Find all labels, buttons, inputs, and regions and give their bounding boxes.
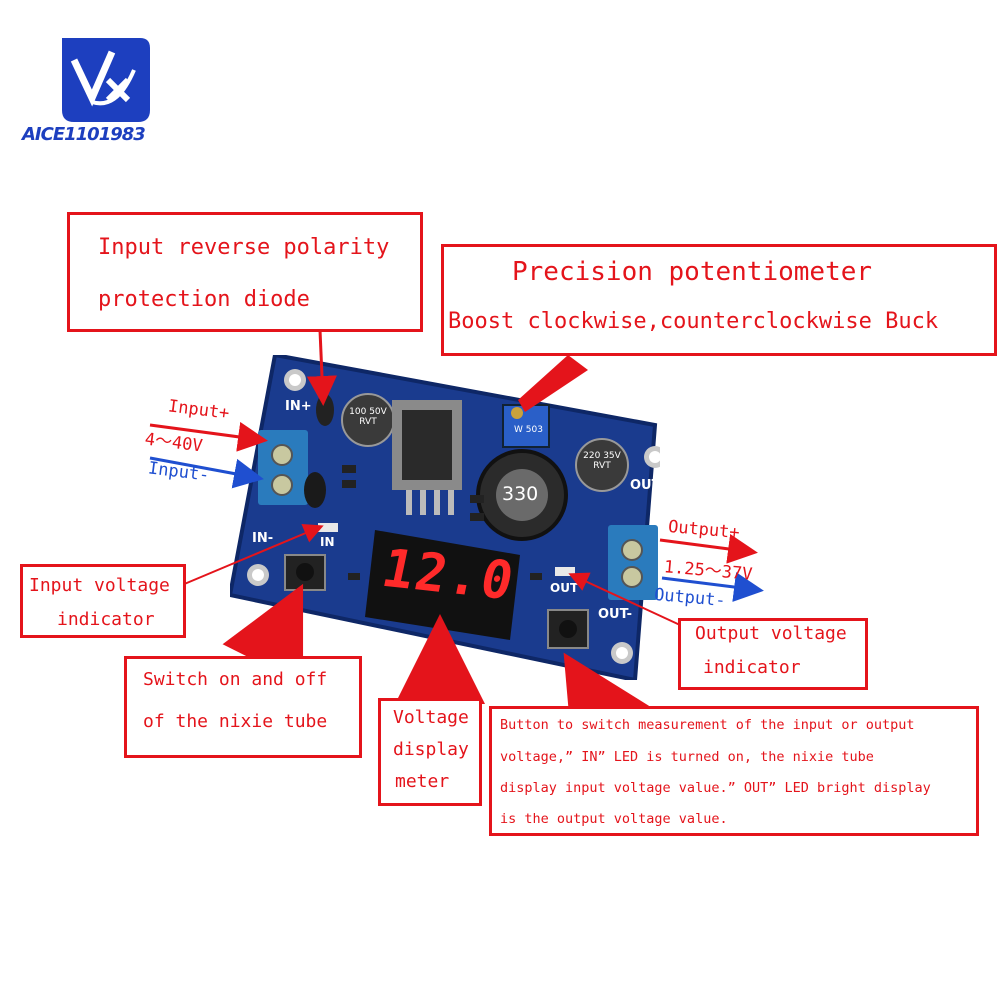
pot-callout: Precision potentiometer Boost clockwise,…	[441, 244, 997, 356]
output-minus-label: Output-	[653, 584, 727, 612]
button-callout-line3: display input voltage value.” OUT” LED b…	[500, 780, 931, 796]
button-callout-line4: is the output voltage value.	[500, 811, 728, 827]
silk-in-plus: IN+	[285, 399, 312, 414]
input-plus-label: Input+	[167, 396, 231, 424]
meter-callout-line1: Voltage	[393, 707, 469, 728]
meter-callout: Voltage display meter	[378, 698, 482, 806]
cap1-marking: 100 50V RVT	[349, 407, 387, 427]
pot-marking: W 503	[514, 425, 543, 435]
brand-name: AICE1101983	[22, 124, 146, 145]
silk-out-minus: OUT-	[598, 607, 632, 622]
switch-callout: Switch on and off of the nixie tube	[124, 656, 362, 758]
output-plus-label: Output+	[667, 516, 741, 544]
switch-callout-line1: Switch on and off	[143, 669, 328, 690]
input-indicator-line1: Input voltage	[29, 575, 170, 596]
pcb-board: IN+ IN- OUT+ OUT- IN OUT 330 100 50V RVT…	[227, 352, 671, 683]
meter-callout-line3: meter	[395, 771, 450, 792]
brand-logo-icon	[62, 38, 150, 122]
button-callout-line1: Button to switch measurement of the inpu…	[500, 717, 915, 733]
pcb-board-image	[227, 352, 666, 683]
silk-out-plus: OUT+	[630, 478, 672, 493]
button-callout: Button to switch measurement of the inpu…	[489, 706, 979, 836]
brand-logo: AICE1101983	[22, 30, 172, 150]
inductor-marking: 330	[502, 483, 539, 505]
output-indicator-line1: Output voltage	[695, 623, 847, 644]
silk-out-led: OUT	[550, 581, 579, 595]
switch-callout-line2: of the nixie tube	[143, 711, 328, 732]
button-callout-line2: voltage,” IN” LED is turned on, the nixi…	[500, 749, 874, 765]
output-range-label: 1.25～37V	[663, 557, 754, 585]
silk-in-minus: IN-	[252, 531, 274, 546]
diode-callout-line2: protection diode	[98, 287, 310, 312]
output-indicator-line2: indicator	[703, 657, 801, 678]
pot-callout-line1: Precision potentiometer	[512, 257, 873, 287]
meter-callout-line2: display	[393, 739, 469, 760]
input-minus-label: Input-	[147, 458, 211, 486]
pot-callout-line2: Boost clockwise,counterclockwise Buck	[448, 309, 939, 334]
cap2-marking: 220 35V RVT	[583, 451, 621, 471]
input-range-label: 4～40V	[143, 429, 204, 457]
input-indicator-callout: Input voltage indicator	[20, 564, 186, 638]
silk-in-led: IN	[320, 535, 335, 549]
output-indicator-callout: Output voltage indicator	[678, 618, 868, 690]
diode-callout: Input reverse polarity protection diode	[67, 212, 423, 332]
seven-segment-display: 12.0	[376, 538, 521, 613]
input-indicator-line2: indicator	[57, 609, 155, 630]
diode-callout-line1: Input reverse polarity	[98, 235, 390, 260]
